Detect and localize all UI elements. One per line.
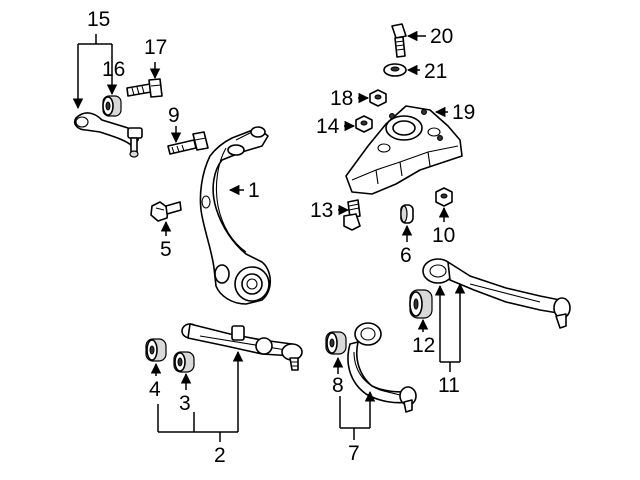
- part-5-bolt: [150, 201, 182, 222]
- callout-17: 17: [144, 36, 167, 59]
- part-2-lower-control-arm: [181, 323, 303, 371]
- callout-3: 3: [179, 392, 191, 415]
- callout-6: 6: [400, 244, 412, 267]
- leader-lines: [72, 30, 466, 442]
- part-17-bolt: [126, 78, 163, 98]
- part-12-bushing: [409, 289, 433, 319]
- callout-10: 10: [432, 224, 455, 247]
- callout-16: 16: [102, 58, 125, 81]
- part-7-curved-control-arm: [347, 322, 417, 413]
- callout-11: 11: [438, 374, 460, 397]
- callout-1: 1: [248, 179, 260, 202]
- part-1-steering-knuckle: [199, 126, 272, 305]
- part-8-bushing: [325, 331, 347, 355]
- part-15-upper-link-arm: [73, 112, 143, 158]
- part-19-upper-mount: [345, 105, 463, 195]
- part-21-washer: [383, 63, 407, 77]
- callout-5: 5: [160, 238, 172, 261]
- callout-labels: 15 16 17 9 1 5 20 21 18 19 14 13 6 10 12…: [87, 8, 475, 467]
- callout-19: 19: [452, 101, 475, 124]
- callout-20: 20: [430, 25, 453, 48]
- part-6-bushing: [400, 204, 414, 224]
- callout-2: 2: [214, 444, 226, 467]
- callout-4: 4: [149, 378, 161, 401]
- callout-12: 12: [412, 334, 435, 357]
- part-3-bushing: [173, 351, 195, 373]
- part-13-bolt: [343, 199, 361, 231]
- callout-7: 7: [348, 442, 360, 465]
- part-16-bushing: [102, 95, 122, 117]
- callout-15: 15: [87, 8, 110, 31]
- callout-14: 14: [316, 115, 340, 138]
- callout-13: 13: [310, 199, 333, 222]
- callout-21: 21: [424, 60, 447, 83]
- callout-18: 18: [330, 87, 353, 110]
- part-9-bolt: [167, 131, 209, 155]
- callout-8: 8: [332, 374, 344, 397]
- part-10-nut: [435, 187, 453, 207]
- part-20-bolt: [391, 23, 407, 58]
- part-4-bushing: [145, 338, 167, 362]
- part-14-nut: [355, 115, 373, 133]
- part-18-nut: [369, 89, 387, 107]
- part-11-rear-control-arm: [422, 258, 571, 329]
- callout-9: 9: [168, 104, 180, 127]
